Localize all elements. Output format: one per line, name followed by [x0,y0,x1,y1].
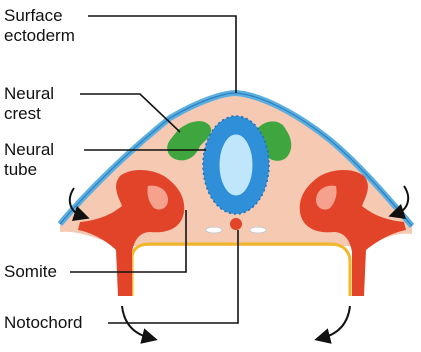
label-somite: Somite [4,262,57,282]
fold-arrow-bottom-right [322,306,350,338]
notochord [230,218,242,230]
dorsal-aorta-right [250,227,266,233]
leader-surface-ectoderm [88,16,236,93]
dorsal-aorta-left [206,227,222,233]
endoderm-line [132,244,350,296]
neural-tube-lumen [219,134,253,196]
label-neural-tube: Neural tube [4,140,54,180]
label-neural-crest: Neural crest [4,84,54,124]
label-surface-ectoderm: Surface ectoderm [4,6,75,46]
label-notochord: Notochord [4,313,82,333]
fold-arrow-bottom-left [122,306,150,338]
